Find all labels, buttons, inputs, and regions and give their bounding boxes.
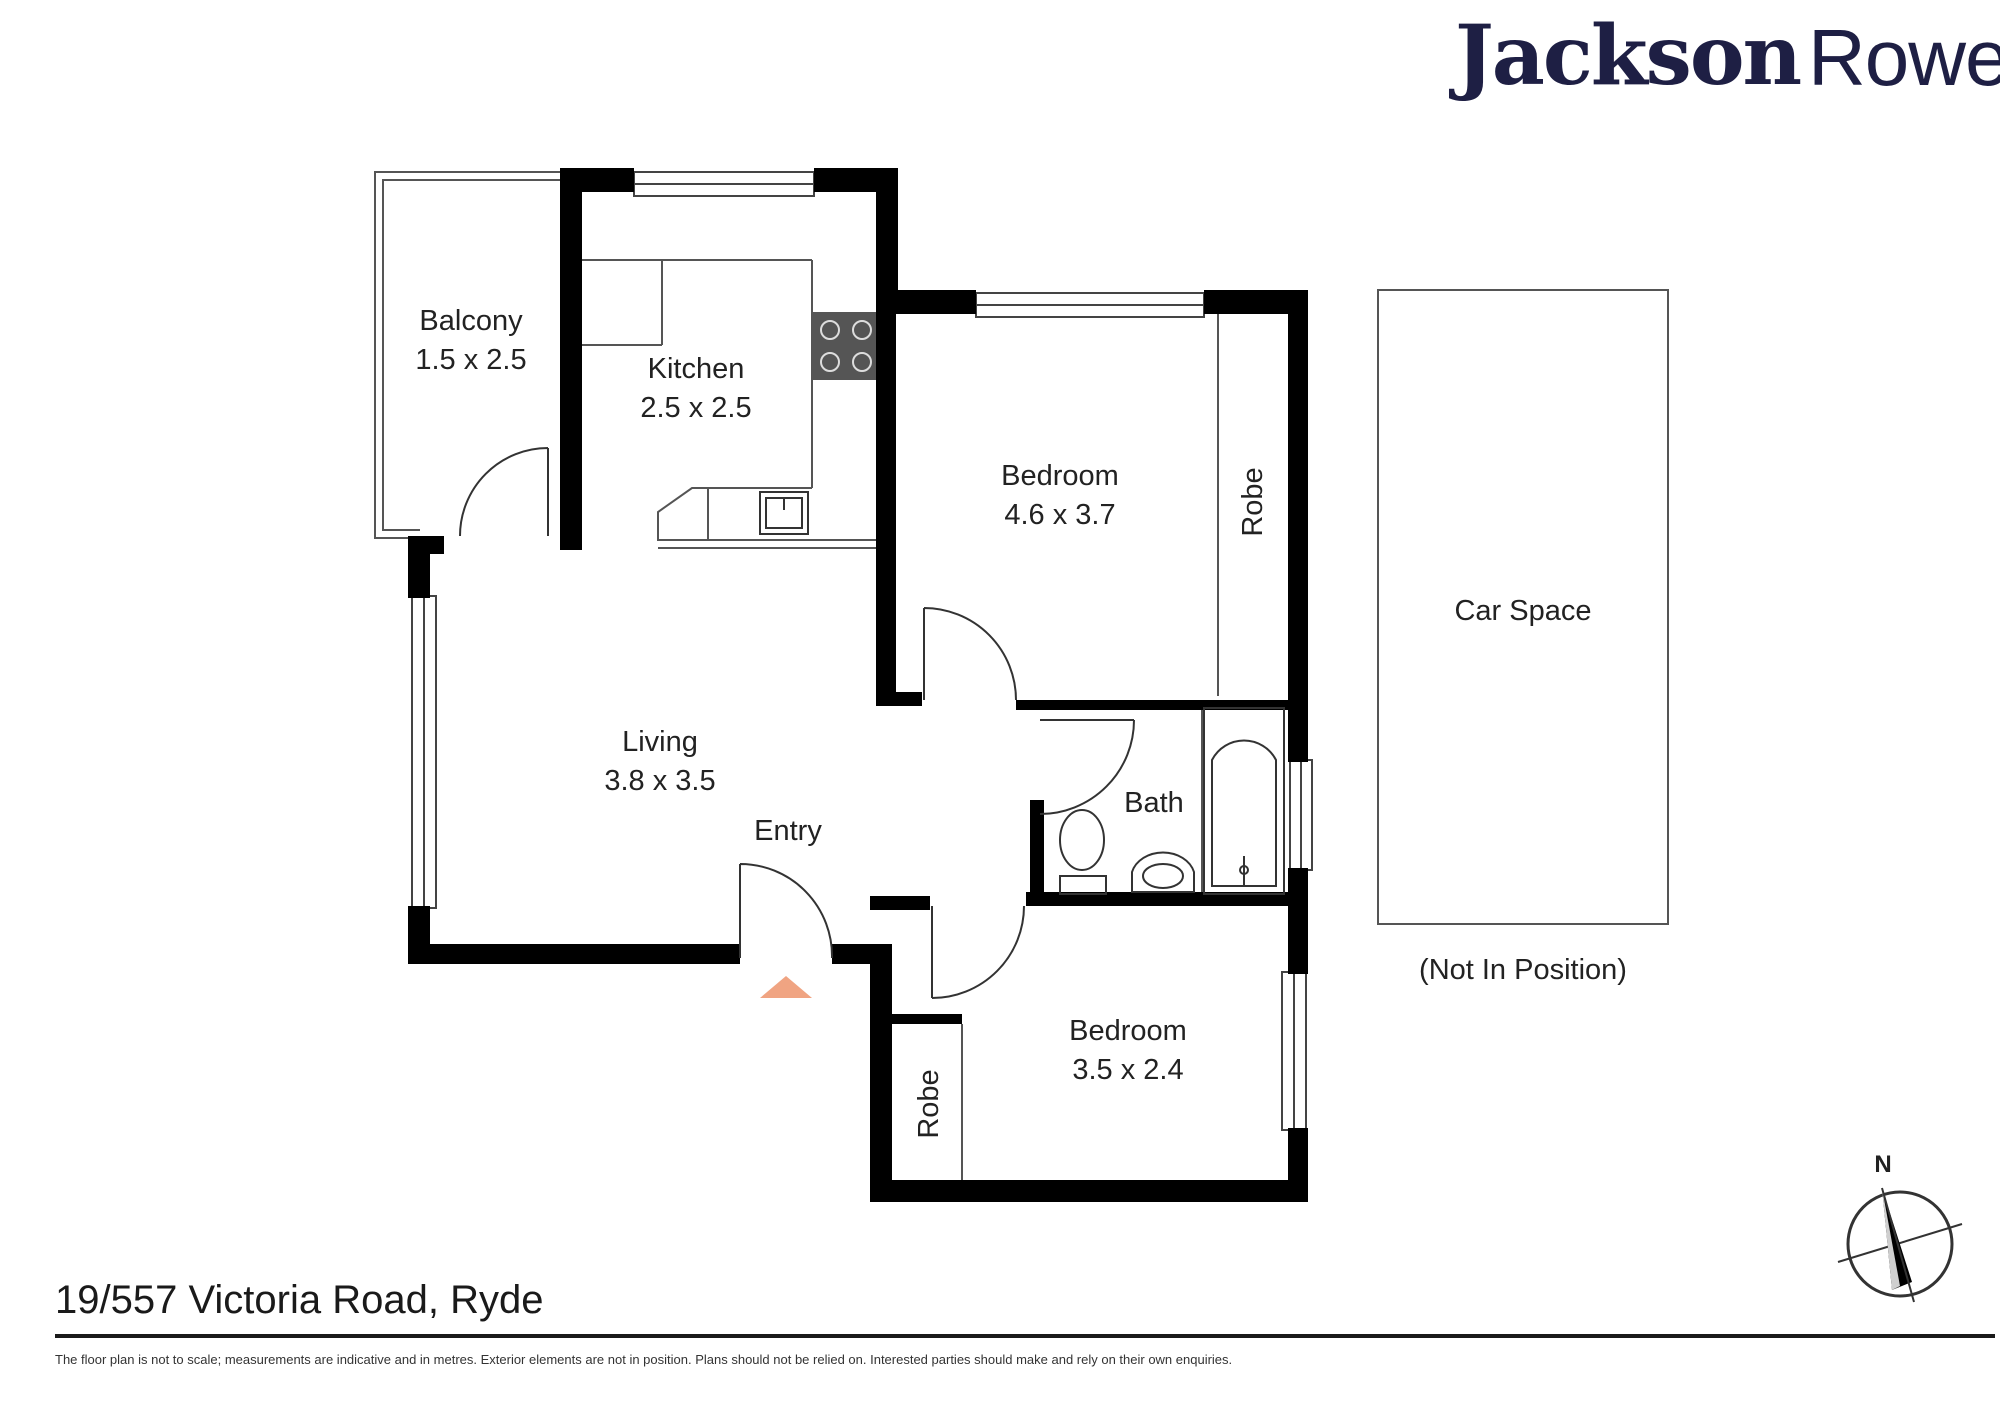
window-living <box>411 595 437 909</box>
kitchen-sink-icon <box>759 491 809 535</box>
bedroom2-size: 3.5 x 2.4 <box>1072 1054 1183 1086</box>
bedroom1-size: 4.6 x 3.7 <box>1004 499 1115 531</box>
basin-icon <box>1131 851 1195 893</box>
property-address: 19/557 Victoria Road, Ryde <box>55 1278 544 1322</box>
window-bedroom1 <box>975 292 1205 318</box>
toilet-icon <box>1059 809 1107 895</box>
door-bedroom1 <box>923 607 1017 701</box>
car-space-outline <box>1377 289 1669 925</box>
living-size: 3.8 x 3.5 <box>604 765 715 797</box>
logo-rowe: Rowe <box>1808 13 2000 102</box>
door-bath <box>1039 719 1135 815</box>
disclaimer-text: The floor plan is not to scale; measurem… <box>55 1352 1233 1367</box>
stove-cooktop-icon <box>812 312 880 380</box>
balcony-size: 1.5 x 2.5 <box>415 344 526 376</box>
compass-label: N <box>1874 1151 1891 1178</box>
compass-north-icon <box>1837 1187 1963 1303</box>
kitchen-label: Kitchen <box>648 353 745 385</box>
bathtub-icon <box>1203 707 1285 895</box>
door-balcony <box>459 447 549 537</box>
window-kitchen <box>633 171 815 197</box>
door-entry <box>739 863 834 959</box>
entry-marker-icon <box>760 976 812 998</box>
living-label: Living <box>622 726 698 758</box>
walls <box>408 168 1308 1202</box>
robe-partitions <box>961 314 1219 1180</box>
bedroom1-label: Bedroom <box>1001 460 1119 492</box>
logo-jackson: Jackson <box>1455 8 1802 104</box>
bath-label: Bath <box>1124 787 1184 819</box>
window-bedroom2 <box>1281 971 1307 1131</box>
footer-divider <box>55 1334 1995 1338</box>
balcony-area <box>374 171 560 539</box>
car-space-label: Car Space <box>1454 595 1591 627</box>
window-bath <box>1289 759 1313 871</box>
entry-label: Entry <box>754 815 822 847</box>
kitchen-size: 2.5 x 2.5 <box>640 392 751 424</box>
door-bedroom2 <box>931 905 1025 999</box>
robe2-label: Robe <box>913 1069 945 1138</box>
bedroom2-label: Bedroom <box>1069 1015 1187 1047</box>
car-space-note: (Not In Position) <box>1419 954 1627 986</box>
robe1-label: Robe <box>1237 467 1269 536</box>
balcony-label: Balcony <box>419 305 523 337</box>
kitchen-counters <box>580 259 880 549</box>
doors <box>459 447 1135 999</box>
